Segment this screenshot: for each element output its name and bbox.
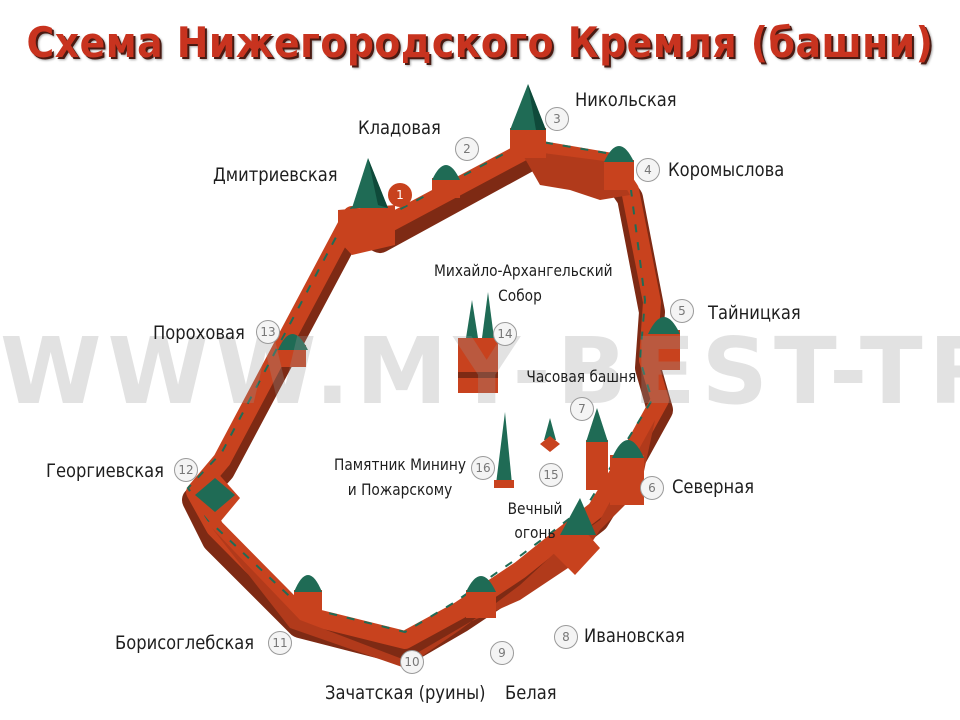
label-porohovaya: Пороховая: [153, 322, 245, 344]
tower-1-dmitrievskaya: [338, 158, 395, 255]
label-cathedral-line2: Собор: [498, 286, 542, 305]
number-5: 5: [670, 299, 694, 323]
wall-top: [186, 138, 654, 634]
label-kladovaya: Кладовая: [358, 117, 441, 139]
tower-8-ivanovskaya: [548, 498, 600, 575]
tower-4-koromyslova: [604, 146, 634, 190]
tower-9-belaya: [466, 576, 496, 618]
label-ivanovskaya: Ивановская: [584, 625, 685, 647]
label-monument-line1: Памятник Минину: [334, 455, 466, 474]
number-9: 9: [490, 641, 514, 665]
number-15: 15: [539, 463, 563, 487]
tower-3-nikolskaya: [510, 84, 546, 158]
tower-7-chasovaya: [586, 408, 608, 490]
label-severnaya: Северная: [672, 476, 755, 498]
label-belaya: Белая: [505, 682, 557, 704]
number-1: 1: [388, 183, 412, 207]
label-borisoglebskaya: Борисоглебская: [115, 632, 255, 654]
number-12: 12: [174, 458, 198, 482]
monument-16: [494, 412, 514, 488]
label-nikolskaya: Никольская: [575, 89, 677, 111]
number-4: 4: [636, 158, 660, 182]
number-16: 16: [471, 456, 495, 480]
number-7: 7: [570, 397, 594, 421]
number-3: 3: [545, 107, 569, 131]
label-zachatskaya: Зачатская (руины): [325, 682, 486, 704]
page-title: Схема Нижегородского Кремля (башни): [26, 18, 934, 67]
label-cathedral-line1: Михайло-Архангельский: [434, 261, 613, 280]
number-13: 13: [256, 320, 280, 344]
label-tainitskaya: Тайницкая: [708, 302, 801, 324]
number-10: 10: [400, 650, 424, 674]
label-monument-line2: и Пожарскому: [347, 480, 453, 499]
tower-5-tainitskaya: [648, 317, 680, 370]
watermark: WWW.MY-BEST-TRAVEL.RU: [0, 318, 960, 425]
tower-13-porohovaya: [278, 334, 308, 367]
tower-11-borisoglebskaya: [294, 575, 322, 612]
number-2: 2: [455, 137, 479, 161]
label-dmitrievskaya: Дмитриевская: [213, 164, 338, 186]
label-chasovaya: Часовая башня: [526, 367, 637, 386]
cathedral-14: [458, 292, 498, 393]
number-14: 14: [493, 322, 517, 346]
number-8: 8: [554, 625, 578, 649]
number-11: 11: [268, 631, 292, 655]
label-flame-line1: Вечный: [507, 499, 563, 518]
upper-slope: [520, 150, 630, 200]
tower-2-kladovaya: [432, 165, 460, 198]
label-koromyslova: Коромыслова: [668, 159, 785, 181]
eternal-flame-15: [540, 418, 560, 452]
label-flame-line2: огонь: [514, 523, 556, 542]
tower-12-georgievskaya: [190, 470, 240, 528]
label-georgievskaya: Георгиевская: [46, 460, 164, 482]
tower-6-severnaya: [610, 440, 644, 505]
number-6: 6: [640, 476, 664, 500]
